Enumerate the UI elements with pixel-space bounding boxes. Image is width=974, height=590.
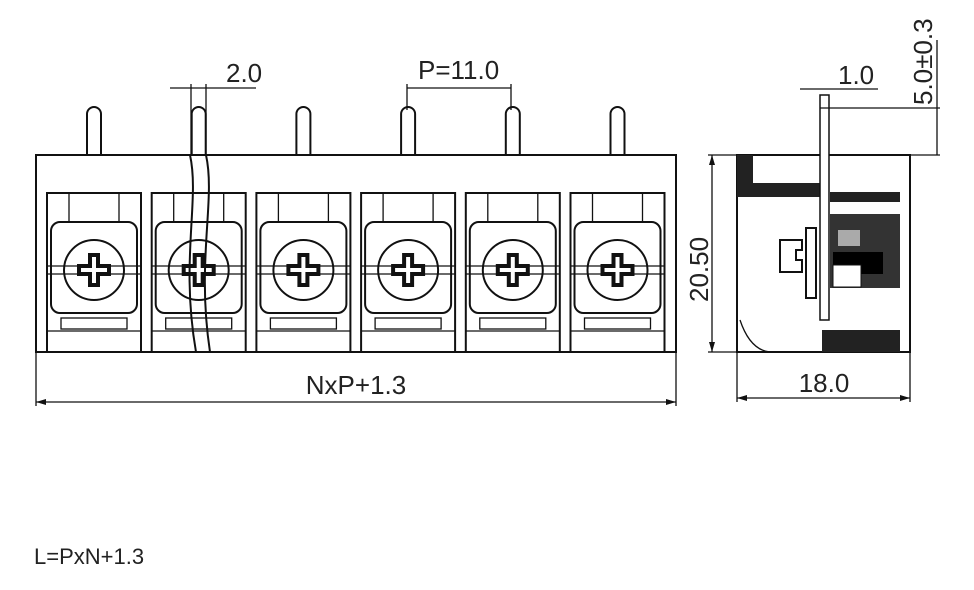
pitch-label: P=11.0 [418, 55, 499, 85]
phillips-cross-icon [286, 253, 321, 287]
terminal-cell [46, 192, 142, 353]
screw-icon [167, 239, 230, 301]
screw-icon [586, 239, 649, 301]
pin [504, 106, 521, 155]
height-label: 20.50 [684, 237, 714, 302]
terminal [360, 106, 457, 353]
clamp-plate [154, 221, 243, 314]
clamp-plate [259, 221, 348, 314]
pin [609, 106, 626, 155]
clamp-plate [364, 221, 453, 314]
phillips-cross-icon [600, 253, 635, 287]
clamp-plate [573, 221, 662, 314]
front-view: 2.0 P=11.0 NxP+1.3 [35, 55, 677, 406]
terminal-cell [255, 192, 352, 353]
front-body-outline [35, 154, 677, 353]
terminal-cell [150, 192, 247, 353]
pin [295, 106, 312, 155]
side-view: 1.0 5.0±0.3 20.50 18.0 [684, 18, 940, 402]
phillips-cross-icon [77, 253, 111, 287]
terminal-cell [464, 192, 561, 353]
screw-icon [63, 239, 125, 301]
terminal [150, 106, 247, 353]
screw-icon [377, 239, 440, 301]
depth-label: 18.0 [799, 368, 850, 398]
terminal [255, 106, 352, 353]
pin [190, 106, 207, 155]
pin-thickness-label: 2.0 [226, 58, 262, 88]
pin [86, 106, 102, 155]
phillips-cross-icon [495, 253, 530, 287]
pin [400, 106, 417, 155]
phillips-cross-icon [391, 253, 426, 287]
length-formula: L=PxN+1.3 [34, 544, 145, 569]
length-label: NxP+1.3 [306, 370, 406, 400]
terminal-cell [569, 192, 666, 353]
clamp-plate [468, 221, 557, 314]
screw-icon [481, 239, 544, 301]
pin-length-label: 5.0±0.3 [908, 18, 938, 105]
terminal-cell [360, 192, 457, 353]
terminal [464, 106, 561, 353]
terminal [46, 106, 142, 353]
pin-width-label: 1.0 [838, 60, 874, 90]
terminal [569, 106, 666, 353]
phillips-cross-icon [181, 253, 216, 287]
break-line [188, 154, 211, 353]
clamp-plate [50, 221, 138, 314]
screw-icon [272, 239, 335, 301]
side-pin [819, 94, 830, 321]
